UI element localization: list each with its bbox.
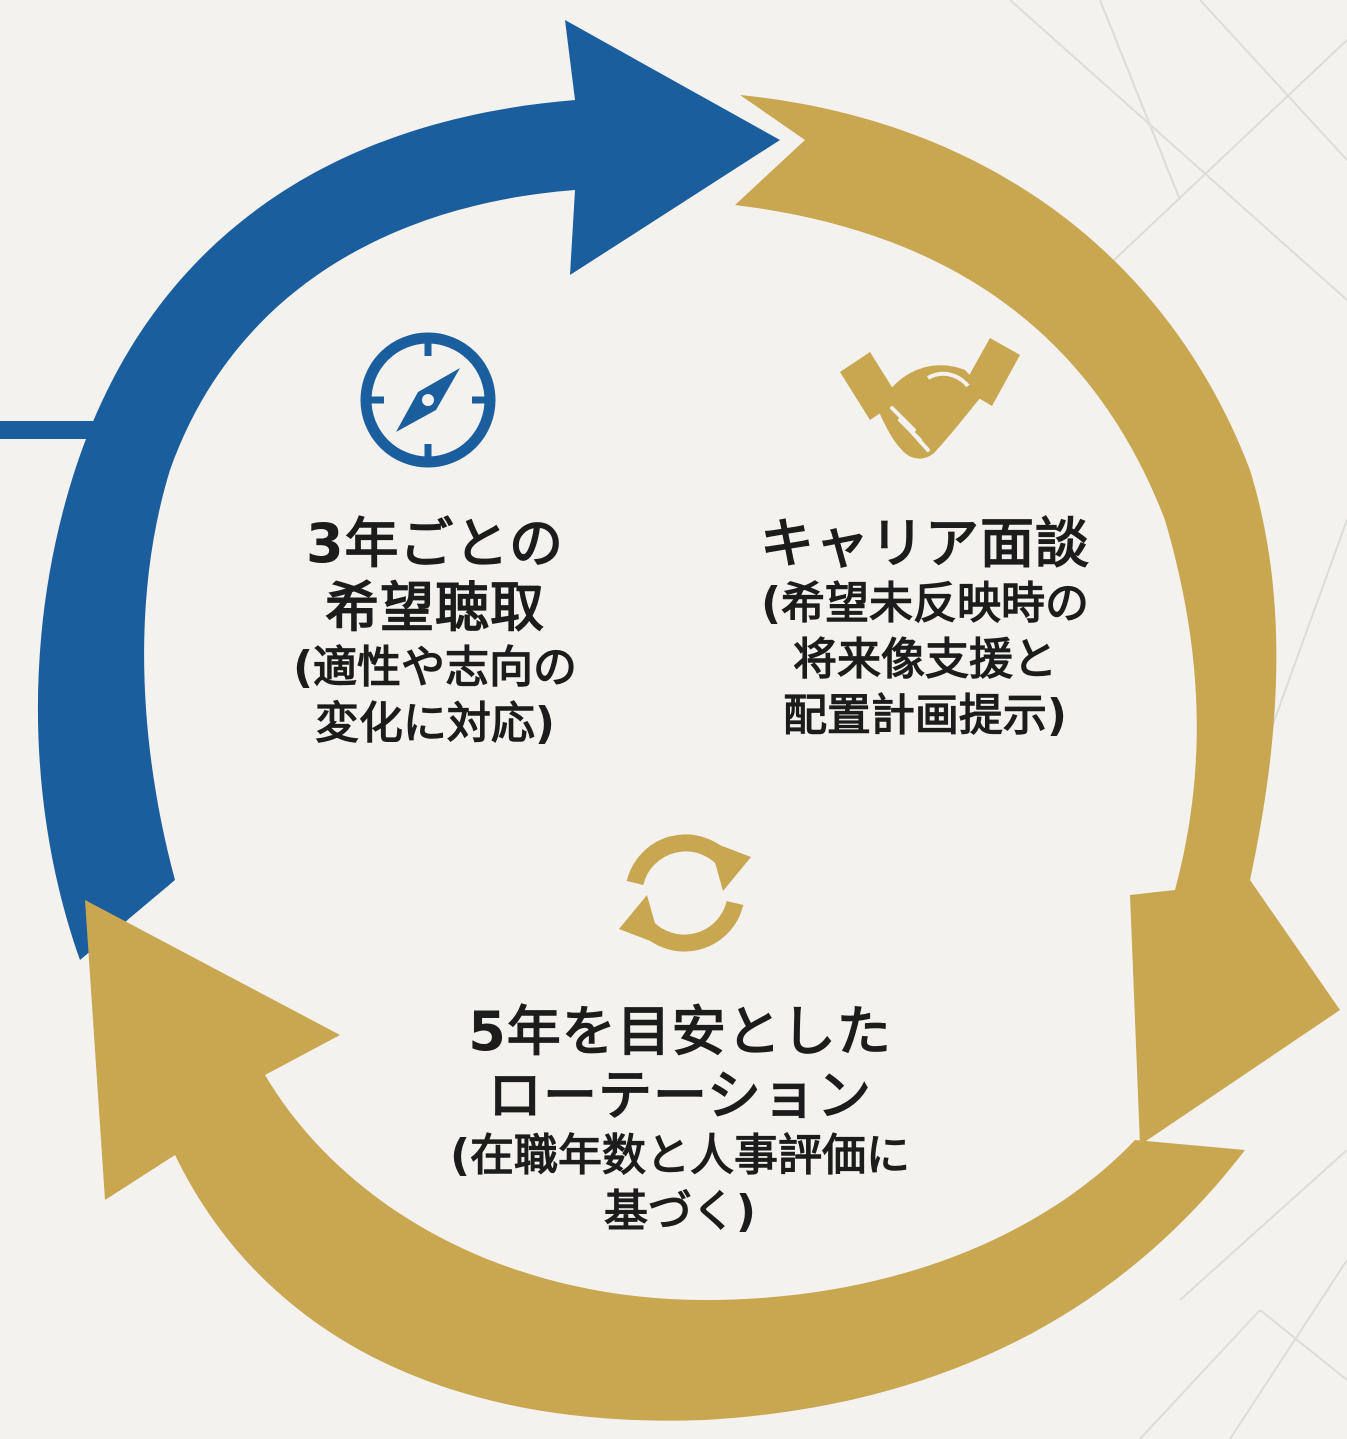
hearing-sub-line-1: (適性や志向の xyxy=(292,642,578,693)
interview-sub-line-2: 将来像支援と xyxy=(793,634,1057,685)
refresh-icon xyxy=(619,834,751,952)
gold-arrow-right xyxy=(735,95,1340,1145)
rotation-title-line-1: 5年を目安とした xyxy=(468,1000,892,1063)
rotation-title-line-2: ローテーション xyxy=(488,1064,872,1127)
hearing-label: 3年ごとの 希望聴取 (適性や志向の 変化に対応) xyxy=(215,512,655,752)
rotation-label: 5年を目安とした ローテーション (在職年数と人事評価に 基づく) xyxy=(380,1000,980,1240)
interview-sub-line-3: 配置計画提示) xyxy=(782,690,1068,741)
compass-icon xyxy=(360,332,496,468)
handshake-icon xyxy=(840,338,1020,459)
rotation-sub-line-1: (在職年数と人事評価に xyxy=(449,1130,911,1181)
interview-title-line-1: キャリア面談 xyxy=(760,512,1090,575)
rotation-sub-line-2: 基づく) xyxy=(603,1186,757,1237)
blue-arrow xyxy=(37,20,780,960)
interview-sub-line-1: (希望未反映時の xyxy=(760,578,1090,629)
hearing-sub-line-2: 変化に対応) xyxy=(314,698,556,749)
interview-label: キャリア面談 (希望未反映時の 将来像支援と 配置計画提示) xyxy=(690,512,1160,744)
hearing-title-line-1: 3年ごとの xyxy=(305,512,565,575)
hearing-title-line-2: 希望聴取 xyxy=(325,576,545,639)
gold-arrow-bottom xyxy=(85,900,1245,1421)
